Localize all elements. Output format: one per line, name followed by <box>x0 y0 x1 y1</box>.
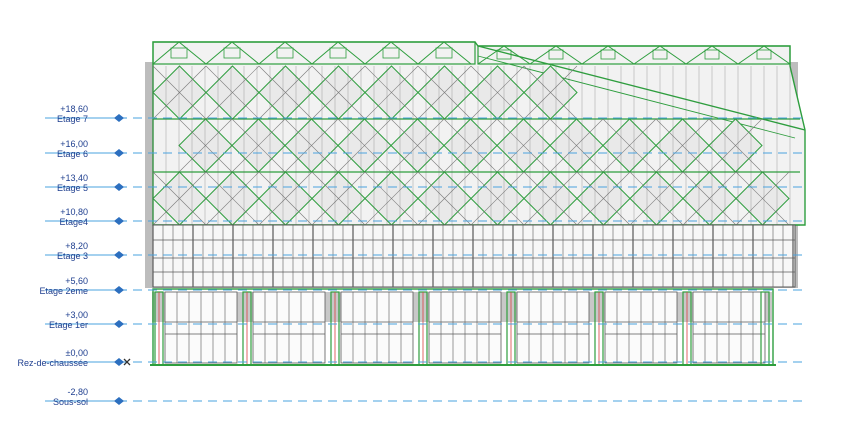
roof-truss-diagonal <box>417 41 472 65</box>
roof-panel <box>329 47 347 59</box>
roof-truss-diagonal <box>581 45 635 65</box>
level-elevation: +16,00 <box>60 139 88 149</box>
lattice-brace <box>258 171 313 226</box>
lattice-brace <box>629 171 684 226</box>
lattice-brace <box>205 171 260 226</box>
lattice-brace <box>523 65 578 120</box>
level-name: Etage4 <box>59 217 88 227</box>
roof-panel <box>704 49 720 60</box>
lattice-brace <box>417 65 472 120</box>
level-name: Etage 7 <box>57 114 88 124</box>
level-elevation: +10,80 <box>60 207 88 217</box>
level-arrow-icon[interactable] <box>114 183 124 191</box>
lattice-brace <box>682 171 737 226</box>
roof-truss-diagonal <box>529 45 583 65</box>
level-name: Etage 1er <box>49 320 88 330</box>
lattice-brace <box>496 118 551 173</box>
lattice-brace <box>443 118 498 173</box>
level-elevation: +8,20 <box>65 241 88 251</box>
level-arrow-icon[interactable] <box>114 251 124 259</box>
level-arrow-icon[interactable] <box>114 149 124 157</box>
level-arrow-icon[interactable] <box>114 320 124 328</box>
roof-truss-diagonal <box>685 45 739 65</box>
level-elevation: +3,00 <box>65 310 88 320</box>
roof-truss-diagonal <box>258 41 313 65</box>
level-elevation: ±0,00 <box>66 348 88 358</box>
lattice-brace <box>258 65 313 120</box>
lattice-brace <box>152 65 207 120</box>
level-arrow-icon[interactable] <box>114 114 124 122</box>
roof-panel <box>223 47 241 59</box>
sloped-roof-line <box>477 55 796 139</box>
level-arrow-icon[interactable] <box>114 286 124 294</box>
lattice-brace <box>523 171 578 226</box>
roof-truss-diagonal <box>737 45 791 65</box>
lattice-brace <box>311 65 366 120</box>
roof-truss-diagonal <box>633 45 687 65</box>
lattice-brace <box>549 118 604 173</box>
roof-panel <box>170 47 188 59</box>
lattice-brace <box>311 171 366 226</box>
roof-panel <box>276 47 294 59</box>
sloped-roof-line <box>477 45 806 131</box>
level-arrow-icon[interactable] <box>114 358 124 366</box>
level-name: Etage 6 <box>57 149 88 159</box>
level-elevation: -2,80 <box>67 387 88 397</box>
x-mark-icon <box>123 358 131 366</box>
level-elevation: +13,40 <box>60 173 88 183</box>
building-facade[interactable] <box>145 41 806 366</box>
level-elevation: +5,60 <box>65 276 88 286</box>
level-arrow-icon[interactable] <box>114 217 124 225</box>
roof-truss-diagonal <box>311 41 366 65</box>
level-name: Rez-de-chaussée <box>17 358 88 368</box>
level-name: Etage 2eme <box>39 286 88 296</box>
roof-panel <box>652 49 668 60</box>
roof-truss-left <box>152 41 476 65</box>
roof-truss-diagonal <box>205 41 260 65</box>
roof-panel <box>600 49 616 60</box>
roof-truss-diagonal <box>364 41 419 65</box>
lattice-brace <box>735 171 790 226</box>
lattice-brace <box>655 118 710 173</box>
roof-panel <box>382 47 400 59</box>
level-elevation: +18,60 <box>60 104 88 114</box>
roof-panel <box>548 49 564 60</box>
level-name: Sous-sol <box>53 397 88 407</box>
lattice-brace <box>152 171 207 226</box>
lattice-brace <box>417 171 472 226</box>
lattice-brace <box>284 118 339 173</box>
lattice-brace <box>470 65 525 120</box>
level-name: Etage 3 <box>57 251 88 261</box>
level-name: Etage 5 <box>57 183 88 193</box>
lattice-brace <box>337 118 392 173</box>
roof-panel <box>435 47 453 59</box>
lattice-brace <box>205 65 260 120</box>
roof-truss-diagonal <box>152 41 207 65</box>
lattice-brace <box>470 171 525 226</box>
level-arrow-icon[interactable] <box>114 397 124 405</box>
curtain-wall-band <box>152 224 796 288</box>
roof-panel <box>756 49 772 60</box>
lattice-brace <box>231 118 286 173</box>
lattice-brace <box>178 118 233 173</box>
lattice-brace <box>708 118 763 173</box>
